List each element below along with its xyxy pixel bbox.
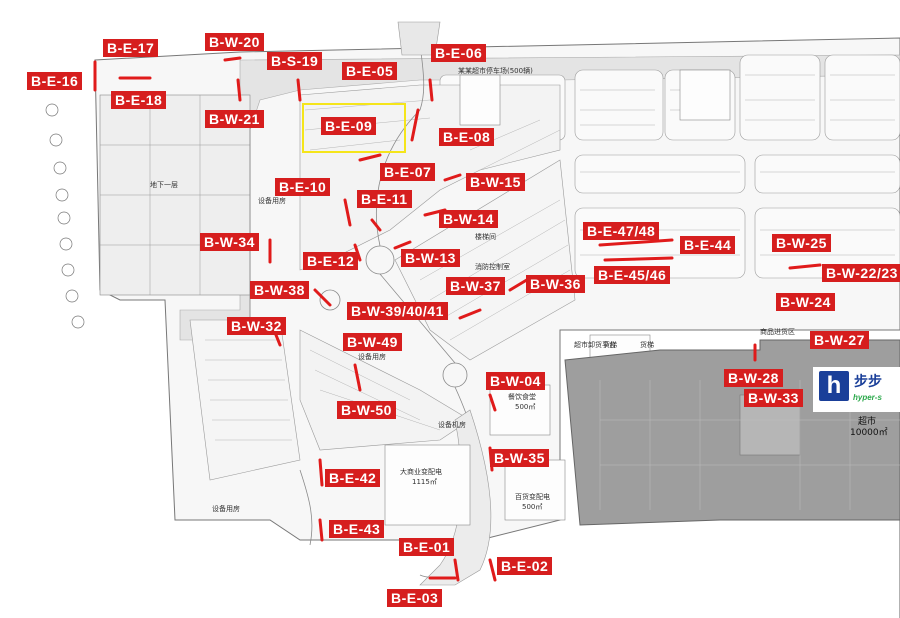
hypermarket-area: 10000㎡	[850, 428, 888, 438]
plan-note: 某某超市停车场(500辆)	[458, 67, 533, 75]
plan-note: 商品进货区	[760, 328, 795, 336]
zone-label-b-e-01[interactable]: B-E-01	[399, 538, 455, 556]
plan-note: 货梯	[603, 341, 617, 349]
plan-note: 500㎡	[522, 503, 543, 511]
zone-label-b-w-28[interactable]: B-W-28	[724, 369, 783, 387]
zone-label-b-w-27[interactable]: B-W-27	[810, 331, 869, 349]
zone-label-b-e-02[interactable]: B-E-02	[497, 557, 553, 575]
zone-label-b-e-09[interactable]: B-E-09	[321, 117, 377, 135]
zone-label-b-w-20[interactable]: B-W-20	[205, 33, 264, 51]
zone-label-b-e-45-46[interactable]: B-E-45/46	[594, 266, 671, 284]
hypermarket-icon: h	[819, 371, 849, 401]
plan-note: 1115㎡	[412, 478, 437, 486]
zone-label-b-w-33[interactable]: B-W-33	[744, 389, 803, 407]
zone-label-b-w-04[interactable]: B-W-04	[486, 372, 545, 390]
zone-label-b-e-42[interactable]: B-E-42	[325, 469, 381, 487]
zone-label-b-e-44[interactable]: B-E-44	[680, 236, 736, 254]
zone-label-b-e-05[interactable]: B-E-05	[342, 62, 398, 80]
zone-label-b-w-50[interactable]: B-W-50	[337, 401, 396, 419]
zone-label-b-e-18[interactable]: B-E-18	[111, 91, 167, 109]
zone-label-b-e-08[interactable]: B-E-08	[439, 128, 495, 146]
zone-label-b-e-11[interactable]: B-E-11	[357, 190, 412, 208]
zone-label-b-w-37[interactable]: B-W-37	[446, 277, 505, 295]
selected-zone-highlight	[302, 103, 406, 153]
plan-note: 楼梯间	[475, 233, 496, 241]
zone-label-b-w-21[interactable]: B-W-21	[205, 110, 264, 128]
zone-label-b-w-25[interactable]: B-W-25	[772, 234, 831, 252]
hypermarket-logo: h 步步 hyper-s	[813, 367, 900, 412]
plan-note: 地下一层	[150, 181, 178, 189]
plan-note: 餐饮食堂	[508, 393, 536, 401]
plan-note: 设备用房	[212, 505, 240, 513]
zone-label-b-s-19[interactable]: B-S-19	[267, 52, 323, 70]
zone-label-b-w-24[interactable]: B-W-24	[776, 293, 835, 311]
hypermarket-brand-cn: 步步	[854, 374, 882, 390]
zone-label-b-w-14[interactable]: B-W-14	[439, 210, 498, 228]
zone-label-b-e-03[interactable]: B-E-03	[387, 589, 443, 607]
zone-label-b-e-06[interactable]: B-E-06	[431, 44, 487, 62]
zone-label-b-e-47-48[interactable]: B-E-47/48	[583, 222, 660, 240]
zone-label-b-e-16[interactable]: B-E-16	[27, 72, 83, 90]
zone-label-b-w-49[interactable]: B-W-49	[343, 333, 402, 351]
plan-note: 消防控制室	[475, 263, 510, 271]
hypermarket-brand-en: hyper-s	[853, 393, 882, 402]
zone-label-b-w-36[interactable]: B-W-36	[526, 275, 585, 293]
zone-label-b-w-38[interactable]: B-W-38	[250, 281, 309, 299]
plan-note: 百货变配电	[515, 493, 550, 501]
plan-note: 超市卸货平台	[574, 341, 616, 349]
zone-label-b-w-13[interactable]: B-W-13	[401, 249, 460, 267]
zone-label-b-w-32[interactable]: B-W-32	[227, 317, 286, 335]
plan-note: 500㎡	[515, 403, 536, 411]
plan-note: 设备用房	[358, 353, 386, 361]
plan-note: 货梯	[640, 341, 654, 349]
plan-note: 大商业变配电	[400, 468, 442, 476]
plan-note: 设备机房	[438, 421, 466, 429]
zone-label-b-e-07[interactable]: B-E-07	[380, 163, 436, 181]
zone-label-b-w-22-23[interactable]: B-W-22/23	[822, 264, 900, 282]
zone-label-b-e-12[interactable]: B-E-12	[303, 252, 359, 270]
zone-label-b-w-35[interactable]: B-W-35	[490, 449, 549, 467]
zone-label-b-e-43[interactable]: B-E-43	[329, 520, 385, 538]
zone-label-b-w-39-40-41[interactable]: B-W-39/40/41	[347, 302, 448, 320]
zone-label-b-e-17[interactable]: B-E-17	[103, 39, 159, 57]
zone-label-b-e-10[interactable]: B-E-10	[275, 178, 331, 196]
plan-note: 设备用房	[258, 197, 286, 205]
zone-label-b-w-34[interactable]: B-W-34	[200, 233, 259, 251]
hypermarket-name: 超市	[858, 417, 877, 427]
zone-label-b-w-15[interactable]: B-W-15	[466, 173, 525, 191]
